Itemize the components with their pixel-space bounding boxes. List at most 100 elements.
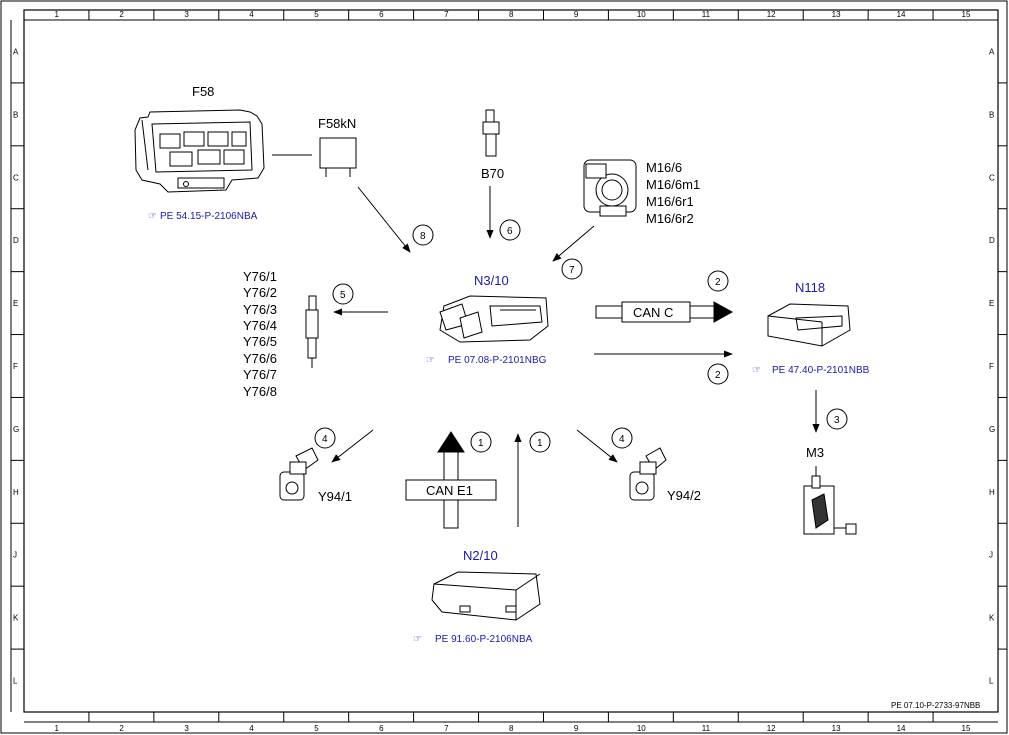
b70-sensor: B70 (481, 109, 504, 181)
grid-row-right-C: C (989, 173, 995, 182)
y76-label-6: Y76/6 (243, 351, 277, 366)
svg-text:3: 3 (834, 415, 840, 426)
grid-row-left-C: C (13, 173, 19, 182)
grid-col-top-9: 9 (574, 10, 579, 19)
grid-row-left-L: L (13, 677, 18, 686)
y76-label-8: Y76/8 (243, 384, 277, 399)
grid-row-left-E: E (13, 299, 18, 308)
n210-label: N2/10 (463, 548, 498, 563)
grid-row-left-G: G (13, 425, 19, 434)
grid-row-right-A: A (989, 47, 995, 56)
grid-col-bottom-7: 7 (444, 724, 449, 733)
grid-col-bottom-14: 14 (897, 724, 906, 733)
m16-throttle-actuator: M16/6 M16/6m1 M16/6r1 M16/6r2 (583, 159, 700, 226)
signal-marker-8: 8 (412, 224, 434, 246)
m16-label-2: M16/6m1 (646, 177, 700, 192)
grid-col-top-5: 5 (314, 10, 319, 19)
grid-row-right-J: J (989, 551, 993, 560)
grid-col-top-8: 8 (509, 10, 514, 19)
y942-label: Y94/2 (667, 488, 701, 503)
grid-col-top-7: 7 (444, 10, 449, 19)
signal-line-4b (576, 429, 618, 463)
grid-col-bottom-11: 11 (702, 724, 711, 733)
grid-col-bottom-8: 8 (509, 724, 514, 733)
grid-col-bottom-3: 3 (184, 724, 189, 733)
grid-row-right-L: L (989, 677, 994, 686)
grid-row-right-D: D (989, 236, 995, 245)
grid-row-left-F: F (13, 362, 18, 371)
svg-text:2: 2 (715, 370, 721, 381)
n118-doc-ref[interactable]: PE 47.40-P-2101NBB (772, 365, 870, 376)
grid-col-top-15: 15 (962, 10, 971, 19)
y76-label-3: Y76/3 (243, 302, 277, 317)
signal-marker-1a: 1 (470, 431, 492, 453)
svg-text:8: 8 (420, 231, 426, 242)
f58-doc-ref[interactable]: PE 54.15-P-2106NBA (160, 211, 258, 222)
grid-col-top-14: 14 (897, 10, 906, 19)
grid-row-left-A: A (13, 47, 19, 56)
grid-row-right-F: F (989, 362, 994, 371)
grid-row-left-J: J (13, 551, 17, 560)
grid-row-left-D: D (13, 236, 19, 245)
n310-doc-ref[interactable]: PE 07.08-P-2101NBG (448, 355, 547, 366)
grid-col-top-1: 1 (54, 10, 59, 19)
y76-label-4: Y76/4 (243, 318, 277, 333)
y76-label-7: Y76/7 (243, 367, 277, 382)
grid-row-left-H: H (13, 488, 19, 497)
grid-row-right-G: G (989, 425, 995, 434)
grid-col-top-12: 12 (767, 10, 776, 19)
grid-col-bottom-6: 6 (379, 724, 384, 733)
svg-text:4: 4 (619, 434, 625, 445)
n210-doc-ref-icon: ☞ (413, 634, 422, 645)
signal-line-7 (552, 225, 595, 262)
signal-marker-6: 6 (499, 219, 521, 241)
n310-label: N3/10 (474, 273, 509, 288)
n210-doc-ref[interactable]: PE 91.60-P-2106NBA (435, 634, 533, 645)
m16-label-4: M16/6r2 (646, 211, 694, 226)
grid-col-top-4: 4 (249, 10, 254, 19)
can-c-label: CAN C (633, 305, 673, 320)
n310-engine-control-unit: N3/10 ☞ PE 07.08-P-2101NBG (426, 273, 549, 366)
grid-col-bottom-9: 9 (574, 724, 579, 733)
y941-label: Y94/1 (318, 489, 352, 504)
signal-marker-2b: 2 (707, 363, 729, 385)
svg-text:1: 1 (537, 438, 543, 449)
f58-fuse-box: F58 ☞ PE 54.15-P-2106NBA (134, 84, 265, 222)
y941-valve: Y94/1 (279, 447, 352, 504)
grid-col-bottom-2: 2 (119, 724, 124, 733)
f58-label: F58 (192, 84, 214, 99)
grid-column-labels: 1122334455667788991010111112121313141415… (54, 10, 971, 733)
document-id: PE 07.10-P-2733-97NBB (891, 701, 980, 710)
signal-marker-3: 3 (826, 408, 848, 430)
n118-label: N118 (795, 280, 825, 295)
signal-line-4a (331, 429, 374, 463)
signal-line-8 (357, 186, 411, 253)
signal-marker-2a: 2 (707, 270, 729, 292)
f58kn-relay: F58kN (318, 116, 357, 177)
grid-col-top-6: 6 (379, 10, 384, 19)
y76-label-2: Y76/2 (243, 285, 277, 300)
n310-doc-ref-icon: ☞ (426, 355, 435, 366)
f58-doc-ref-icon: ☞ (148, 211, 157, 222)
grid-col-bottom-1: 1 (54, 724, 59, 733)
grid-col-bottom-4: 4 (249, 724, 254, 733)
signal-marker-4a: 4 (314, 427, 336, 449)
grid-col-bottom-5: 5 (314, 724, 319, 733)
grid-col-bottom-10: 10 (637, 724, 646, 733)
y76-label-1: Y76/1 (243, 269, 277, 284)
grid-col-top-3: 3 (184, 10, 189, 19)
signal-marker-5: 5 (332, 283, 354, 305)
signal-marker-7: 7 (561, 258, 583, 280)
grid-col-top-10: 10 (637, 10, 646, 19)
grid-row-right-B: B (989, 110, 994, 119)
grid-row-right-E: E (989, 299, 994, 308)
y76-injectors: Y76/1 Y76/2 Y76/3 Y76/4 Y76/5 Y76/6 Y76/… (243, 269, 319, 399)
grid-col-bottom-15: 15 (962, 724, 971, 733)
svg-text:1: 1 (478, 438, 484, 449)
m3-fuel-pump: M3 (803, 445, 857, 535)
svg-text:5: 5 (340, 290, 346, 301)
grid-row-right-H: H (989, 488, 995, 497)
grid-col-bottom-13: 13 (832, 724, 841, 733)
